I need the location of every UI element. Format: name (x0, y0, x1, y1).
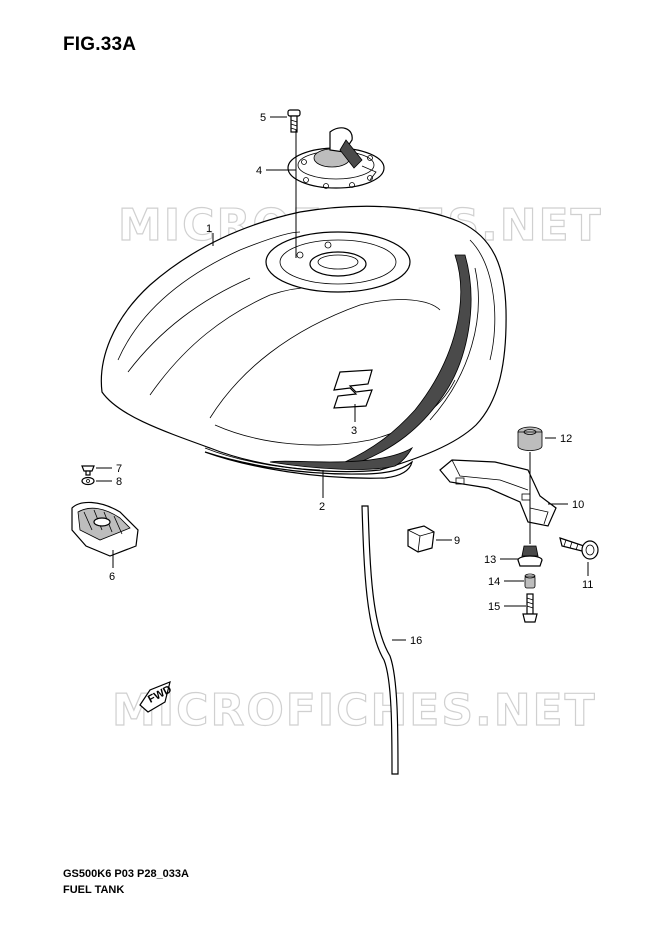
hose-part-16[interactable] (361, 505, 399, 775)
cushion-part-9[interactable] (407, 525, 435, 553)
callout-8[interactable]: 8 (116, 476, 122, 488)
callout-3[interactable]: 3 (351, 425, 357, 437)
lower-trim-part-2[interactable] (204, 446, 414, 479)
leader-lines (96, 116, 589, 641)
callout-12[interactable]: 12 (560, 433, 572, 445)
washer-part-8[interactable] (81, 476, 95, 486)
callout-9[interactable]: 9 (454, 535, 460, 547)
bracket-part-10[interactable] (439, 459, 557, 527)
callout-13[interactable]: 13 (484, 554, 496, 566)
grommet-part-13[interactable] (517, 545, 543, 567)
figure-title: FIG.33A (63, 34, 137, 55)
callout-1[interactable]: 1 (206, 223, 212, 235)
callout-14[interactable]: 14 (488, 576, 500, 588)
emblem-part-3[interactable] (333, 369, 373, 409)
fuel-cap-part-4[interactable] (287, 127, 385, 189)
section-name: FUEL TANK (63, 884, 125, 896)
model-code: GS500K6 P03 P28_033A (63, 868, 189, 880)
callout-5[interactable]: 5 (260, 112, 266, 124)
callout-7[interactable]: 7 (116, 463, 122, 475)
bolt-part-7[interactable] (81, 465, 95, 476)
callout-10[interactable]: 10 (572, 499, 584, 511)
fuel-tank-part-1[interactable] (100, 205, 507, 473)
callout-6[interactable]: 6 (109, 571, 115, 583)
bolt-part-11[interactable] (559, 537, 599, 560)
callout-16[interactable]: 16 (410, 635, 422, 647)
callout-11[interactable]: 11 (582, 579, 593, 591)
rubber-pad-part-6[interactable] (71, 501, 139, 557)
callout-4[interactable]: 4 (256, 165, 262, 177)
screw-part-5[interactable] (287, 109, 301, 133)
watermark-bottom: MICROFICHES.NET (112, 685, 597, 736)
callout-numbers: 5 4 1 3 2 7 8 6 9 12 10 11 13 14 15 16 (109, 112, 593, 647)
spacer-part-14[interactable] (524, 573, 536, 589)
callout-15[interactable]: 15 (488, 601, 500, 613)
bolt-part-15[interactable] (522, 593, 538, 623)
collar-part-12[interactable] (517, 426, 543, 451)
callout-2[interactable]: 2 (319, 501, 325, 513)
